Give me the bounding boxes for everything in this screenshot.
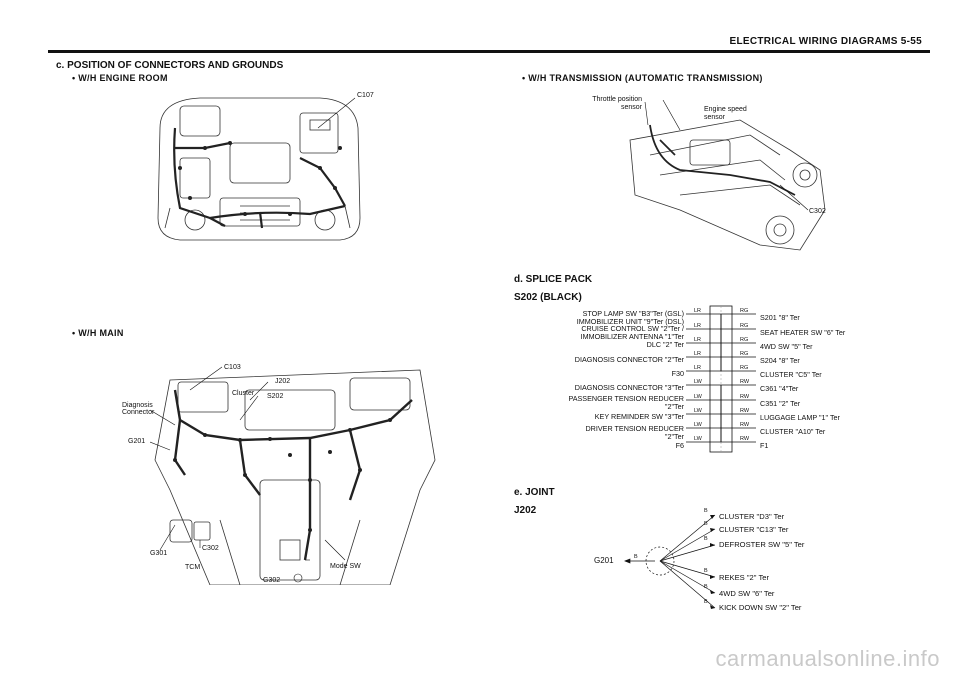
splice-pack-body <box>686 305 756 453</box>
label-tcm: TCM <box>185 564 201 571</box>
section-e-subtitle: J202 <box>514 505 537 516</box>
label-mode-sw: Mode SW <box>330 563 361 570</box>
joint-ground-label: G201 <box>594 556 614 565</box>
joint-branch-wire-1: B <box>704 508 708 514</box>
section-e-title: e. JOINT <box>514 487 555 498</box>
joint-branch-label-1: CLUSTER "D3" Ter <box>719 512 785 521</box>
joint-branch-wire-4: B <box>704 568 708 574</box>
label-c302-trans: C302 <box>809 208 826 215</box>
splice-left-wire-5: LR <box>694 365 702 371</box>
joint-branch-label-2: CLUSTER "C13" Ter <box>719 525 789 534</box>
splice-left-label-2a: CRUISE CONTROL SW "2"Ter / <box>581 324 684 333</box>
splice-left-label-5: F30 <box>671 369 684 378</box>
label-g301: G301 <box>150 550 168 557</box>
transmission-drawing <box>629 100 826 251</box>
splice-right-label-10: F1 <box>760 441 769 450</box>
joint-branch-label-3: DEFROSTER SW "5" Ter <box>719 540 805 549</box>
splice-left-wire-1: LR <box>694 308 702 314</box>
section-d-subtitle: S202 (BLACK) <box>514 292 582 303</box>
label-j202: J202 <box>275 378 291 385</box>
joint-branch-label-5: 4WD SW "6" Ter <box>719 589 775 598</box>
splice-right-wire-5: RG <box>740 365 749 371</box>
label-c103: C103 <box>224 364 241 371</box>
splice-right-wire-2: RG <box>740 323 749 329</box>
section-c-title: c. POSITION OF CONNECTORS AND GROUNDS <box>56 60 284 71</box>
main-harness-heading: • W/H MAIN <box>72 328 124 338</box>
splice-left-label-3: DLC "2" Ter <box>646 340 684 349</box>
splice-left-wire-4: LR <box>694 351 702 357</box>
label-ess-line2: sensor <box>704 114 726 121</box>
label-diagnosis-line2: Connector <box>122 409 155 416</box>
splice-left-label-8: KEY REMINDER SW "3"Ter <box>594 412 684 421</box>
label-c302-main: C302 <box>202 545 219 552</box>
splice-right-label-6: C361 "4"Ter <box>760 384 799 393</box>
label-diagnosis-line1: Diagnosis <box>122 402 153 409</box>
splice-right-label-8: LUGGAGE LAMP "1" Ter <box>760 413 840 422</box>
label-tps-line2: sensor <box>620 104 642 111</box>
splice-right-wire-4: RG <box>740 351 749 357</box>
label-cluster: Cluster <box>232 390 255 397</box>
splice-left-label-4: DIAGNOSIS CONNECTOR "2"Ter <box>574 355 684 364</box>
splice-right-wire-1: RG <box>740 308 749 314</box>
page-header-title: ELECTRICAL WIRING DIAGRAMS 5-55 <box>729 36 922 47</box>
splice-right-label-2: SEAT HEATER SW "6" Ter <box>760 328 846 337</box>
joint-ground-wire: B <box>634 554 638 560</box>
label-tps-line1: Throttle position <box>592 96 642 103</box>
splice-left-label-9a: DRIVER TENSION REDUCER <box>585 424 684 433</box>
splice-left-wire-3: LR <box>694 337 702 343</box>
splice-left-label-1a: STOP LAMP SW "B3"Ter (GSL) <box>582 309 684 318</box>
splice-right-label-4: S204 "8" Ter <box>760 356 800 365</box>
splice-right-label-9: CLUSTER "A10" Ter <box>760 427 826 436</box>
splice-right-label-1: S201 "8" Ter <box>760 313 800 322</box>
watermark: carmanualsonline.info <box>715 646 940 671</box>
splice-left-label-10: F6 <box>675 441 684 450</box>
transmission-heading: • W/H TRANSMISSION (AUTOMATIC TRANSMISSI… <box>522 73 763 83</box>
splice-left-wire-6: LW <box>694 379 702 385</box>
splice-right-wire-7: RW <box>740 394 750 400</box>
label-ess-line1: Engine speed <box>704 106 747 113</box>
splice-left-label-1b: IMMOBILIZER UNIT "9"Ter (DSL) <box>576 317 684 326</box>
joint-diagram <box>624 514 716 609</box>
splice-left-label-7b: "2"Ter <box>664 402 684 411</box>
splice-right-wire-9: RW <box>740 422 750 428</box>
splice-left-wire-8: LW <box>694 408 702 414</box>
joint-branch-wire-5: B <box>704 584 708 590</box>
label-s202: S202 <box>267 393 284 400</box>
label-g201: G201 <box>128 438 146 445</box>
splice-right-wire-8: RW <box>740 408 750 414</box>
label-c107: C107 <box>357 92 374 99</box>
splice-right-label-7: C351 "2" Ter <box>760 399 801 408</box>
splice-right-wire-10: RW <box>740 436 750 442</box>
splice-right-label-3: 4WD SW "5" Ter <box>760 342 813 351</box>
joint-branch-label-4: REKES "2" Ter <box>719 573 769 582</box>
section-d-title: d. SPLICE PACK <box>514 274 593 285</box>
splice-right-wire-3: RG <box>740 337 749 343</box>
engine-room-drawing <box>157 97 361 241</box>
splice-left-wire-10: LW <box>694 436 702 442</box>
label-g302: G302 <box>263 577 281 584</box>
splice-left-label-7a: PASSENGER TENSION REDUCER <box>568 394 684 403</box>
splice-left-wire-7: LW <box>694 394 702 400</box>
splice-left-wire-9: LW <box>694 422 702 428</box>
splice-left-label-9b: "2"Ter <box>664 432 684 441</box>
splice-right-label-5: CLUSTER "C5" Ter <box>760 370 822 379</box>
splice-right-wire-6: RW <box>740 379 750 385</box>
joint-branch-wire-2: B <box>704 521 708 527</box>
splice-left-label-2b: IMMOBILIZER ANTENNA "1"Ter <box>580 332 684 341</box>
main-harness-drawing <box>150 366 436 585</box>
joint-branch-wire-3: B <box>704 536 708 542</box>
header-rule <box>48 50 930 53</box>
joint-branch-label-6: KICK DOWN SW "2" Ter <box>719 603 802 612</box>
engine-room-heading: • W/H ENGINE ROOM <box>72 73 168 83</box>
splice-left-wire-2: LR <box>694 323 702 329</box>
joint-branch-wire-6: B <box>704 599 708 605</box>
splice-left-label-6: DIAGNOSIS CONNECTOR "3"Ter <box>574 383 684 392</box>
